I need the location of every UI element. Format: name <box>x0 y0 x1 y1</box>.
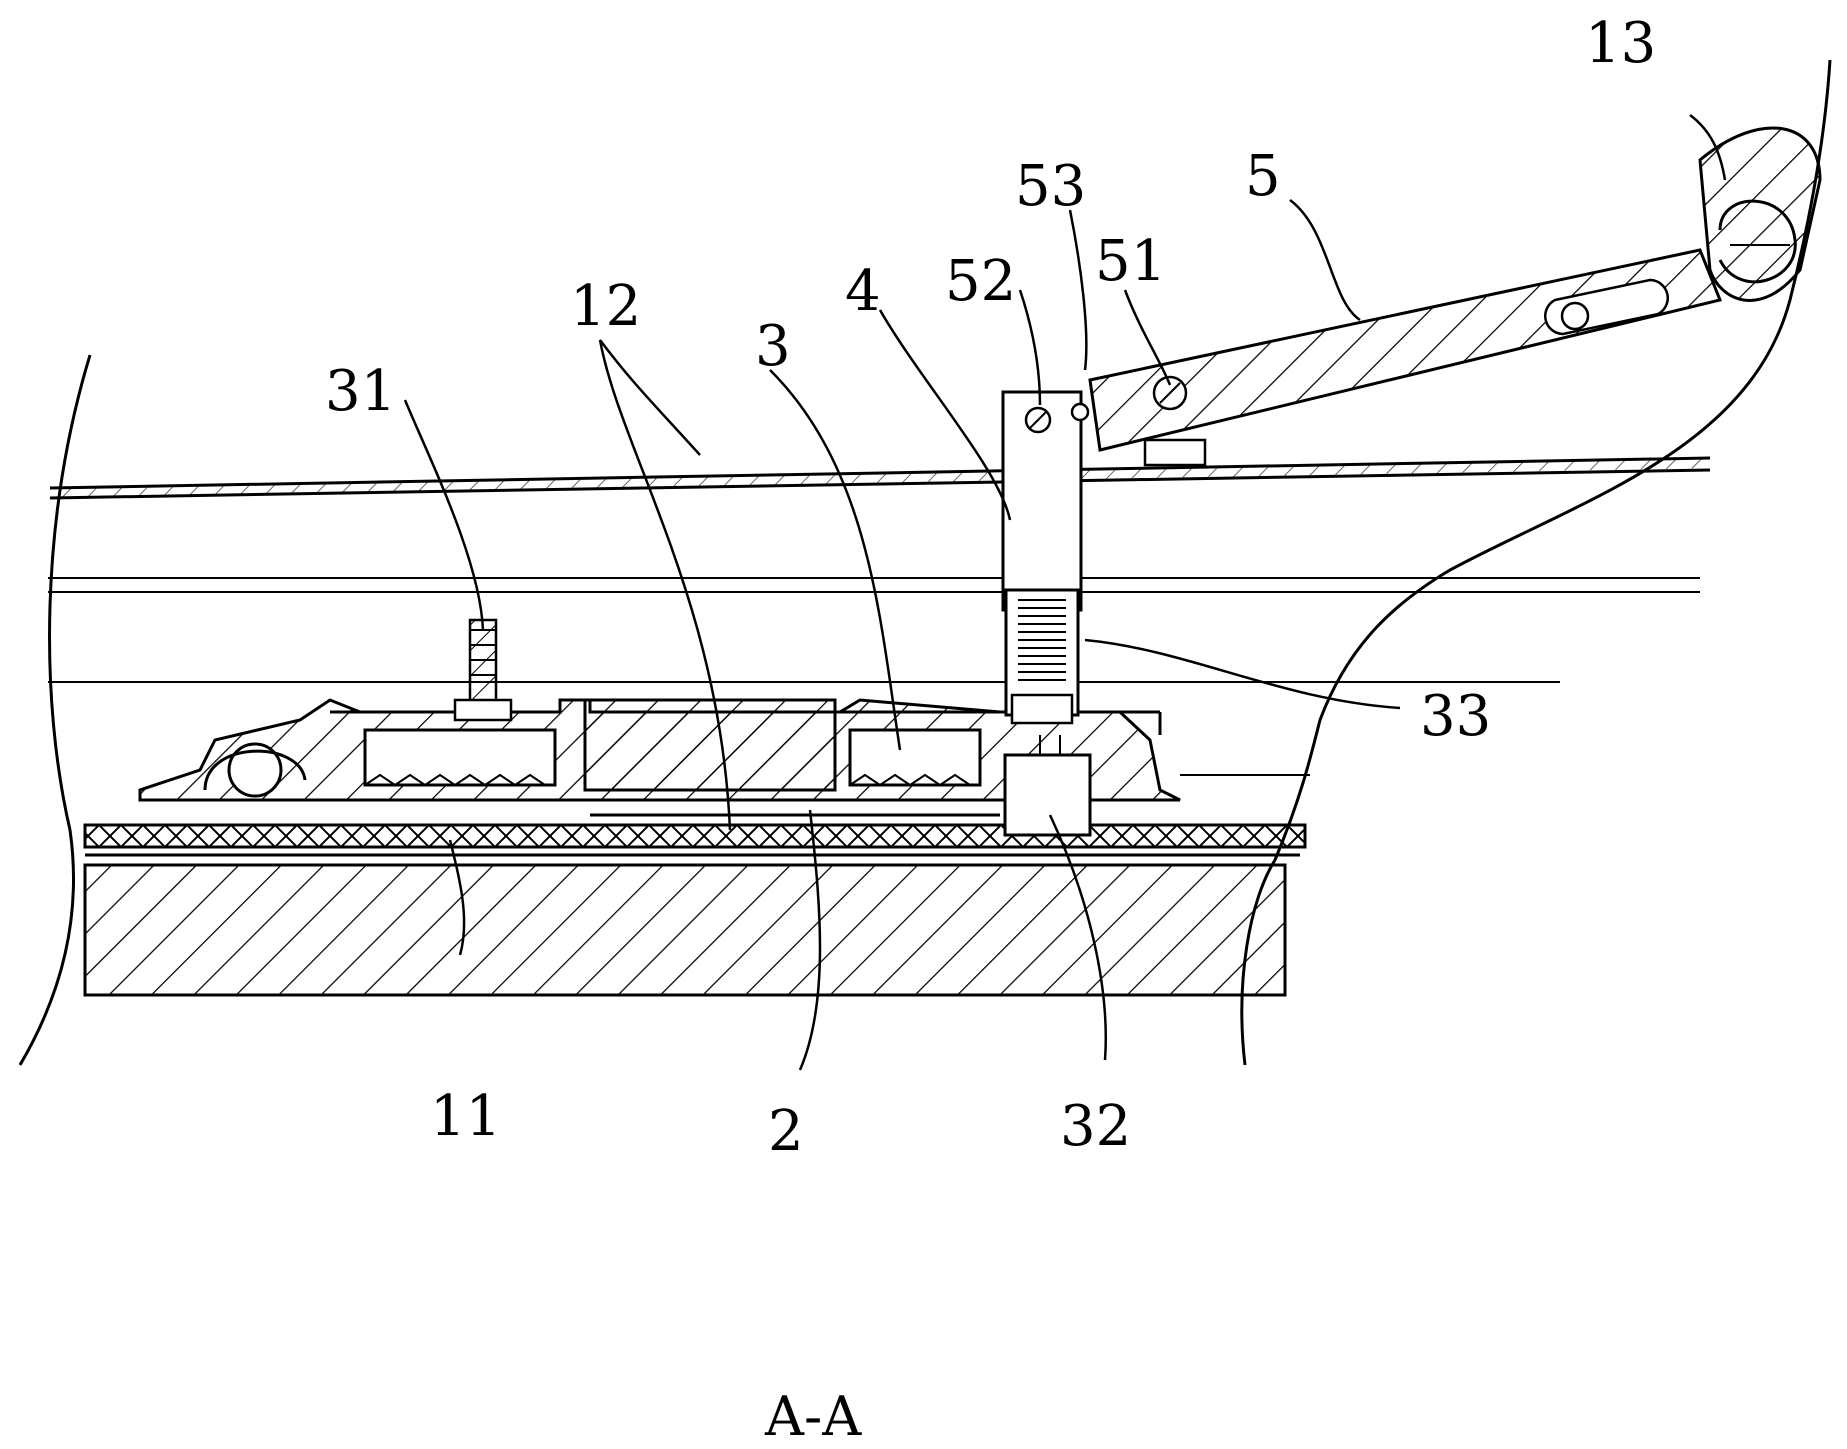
leader-lines <box>403 114 1727 1071</box>
pivot-13 <box>1698 126 1822 302</box>
reference-labels: 13 53 5 52 51 4 12 3 31 33 11 2 32 <box>325 11 1656 1164</box>
section-caption: A-A <box>764 1385 862 1448</box>
label-12: 12 <box>570 274 641 339</box>
label-13: 13 <box>1585 11 1656 76</box>
nozzle-31 <box>453 618 513 722</box>
label-32: 32 <box>1060 1094 1131 1159</box>
label-31: 31 <box>325 359 396 424</box>
body-2 <box>138 698 1310 837</box>
label-3: 3 <box>755 314 791 379</box>
lever-5 <box>1070 248 1723 467</box>
label-11: 11 <box>430 1084 501 1149</box>
plunger-4 <box>1001 390 1083 725</box>
label-2: 2 <box>768 1099 804 1164</box>
label-5: 5 <box>1245 144 1281 209</box>
label-52: 52 <box>945 249 1016 314</box>
label-51: 51 <box>1095 229 1166 294</box>
upper-wall-12 <box>48 456 1711 683</box>
label-33: 33 <box>1420 684 1491 749</box>
base-plate-11 <box>83 823 1307 997</box>
label-53: 53 <box>1015 154 1086 219</box>
spring-33 <box>1018 599 1066 681</box>
label-4: 4 <box>845 259 881 324</box>
